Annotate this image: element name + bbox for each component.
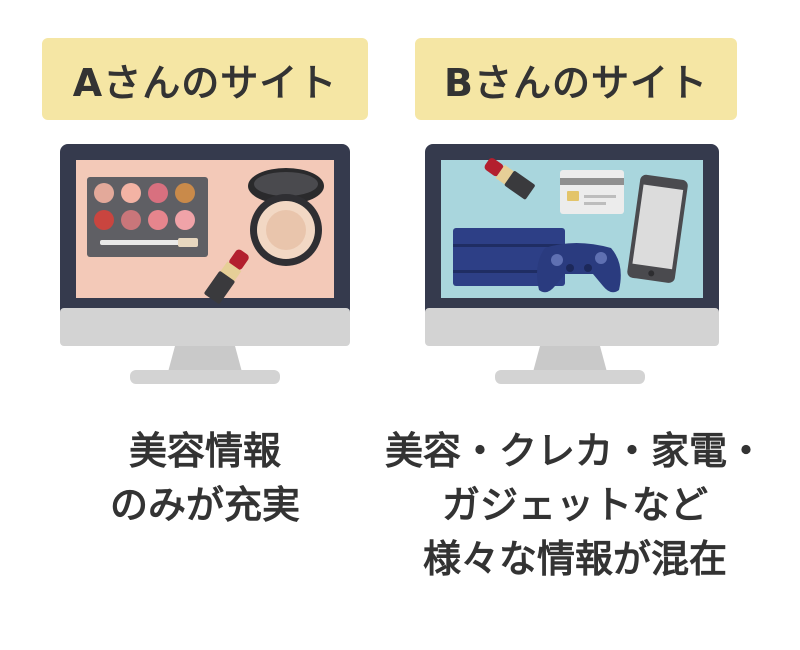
site-b-label-text: Bさんのサイト — [444, 60, 708, 105]
site-a-description-line-2: のみが充実 — [109, 483, 300, 527]
credit-card-icon — [560, 170, 624, 214]
site-b-description: 美容・クレカ・家電・ ガジェットなど 様々な情報が混在 — [380, 424, 770, 586]
monitor-b-neck — [533, 346, 607, 372]
site-b-description-line-1: 美容・クレカ・家電・ — [384, 429, 765, 473]
site-a-description-line-1: 美容情報 — [128, 429, 281, 473]
monitor-a-chin — [60, 308, 350, 346]
monitor-a-base — [130, 370, 280, 384]
site-a-label: Aさんのサイト — [42, 38, 368, 120]
monitor-b-illustration — [425, 144, 719, 384]
compact-powder-icon — [248, 168, 324, 266]
monitor-b-chin — [425, 308, 719, 346]
smartphone-icon — [627, 174, 688, 283]
game-controller-icon — [537, 243, 621, 293]
lipstick-icon — [204, 249, 249, 304]
site-b-label: Bさんのサイト — [415, 38, 737, 120]
site-b-description-line-2: ガジェットなど — [441, 483, 708, 527]
lipstick-icon — [484, 158, 535, 200]
monitor-b-base — [495, 370, 645, 384]
monitor-a-illustration — [60, 144, 350, 384]
game-console-icon — [453, 228, 565, 286]
site-b-description-line-3: 様々な情報が混在 — [422, 537, 727, 581]
site-a-label-text: Aさんのサイト — [72, 60, 338, 105]
eyeshadow-palette-icon — [87, 177, 208, 257]
site-a-description: 美容情報 のみが充実 — [70, 424, 340, 532]
monitor-a-neck — [168, 346, 242, 372]
